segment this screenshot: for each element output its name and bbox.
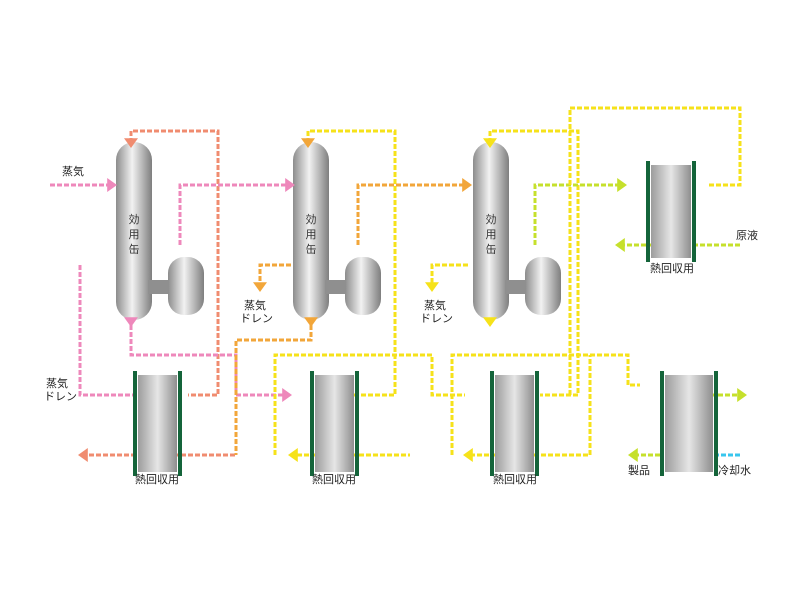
cooler-outlet-arrow (737, 388, 747, 402)
evap3-vapor-pipe (488, 129, 580, 397)
product-cooler-body (665, 375, 713, 472)
heat-exchanger-1-body (138, 375, 177, 472)
evap3-top-arrow (483, 138, 497, 148)
hx3-outlet-arrow (463, 448, 473, 462)
steam-drain-left-label-line1: 蒸気 (46, 377, 68, 390)
evaporator-3-char: 効 (485, 213, 497, 226)
steam-drain-right-arrow (425, 282, 439, 292)
evaporator-1-char: 用 (128, 228, 140, 241)
product-label: 製品 (628, 464, 650, 477)
evaporator-1-shell (116, 142, 152, 320)
steam-drain-right-pipe (430, 263, 468, 285)
hx-top-inlet-arrow (617, 178, 627, 192)
steam-drain-mid-label-line1: 蒸気 (244, 299, 266, 312)
steam-inlet-arrow (107, 178, 117, 192)
evap1-vapor-pipe (129, 129, 220, 397)
evap3-bottom-arrow (483, 317, 497, 327)
steam-inlet-label: 蒸気 (62, 165, 84, 178)
cooling-water-label: 冷却水 (718, 464, 751, 477)
steam-drain-mid-arrow (253, 282, 267, 292)
steam-drain-left-label-line2: ドレン (44, 390, 77, 403)
heat-exchanger-3-body (495, 375, 534, 472)
evaporator-2-separator (345, 257, 381, 315)
heat-exchanger-2-body (315, 375, 354, 472)
steam-drain-right-label-line1: 蒸気 (424, 299, 446, 312)
product-arrow (628, 448, 638, 462)
evaporator-2-shell (293, 142, 329, 320)
heat-exchanger-top-body (651, 165, 691, 258)
hx2-inlet-arrow (282, 388, 292, 402)
hx3-return-pipe (520, 355, 592, 457)
evap3-to-hx-top-pipe (533, 183, 620, 245)
evaporator-3-shell (473, 142, 509, 320)
evap2-bottom-pipe (234, 318, 313, 455)
evaporator-1-separator (168, 257, 204, 315)
evaporator-3-char: 缶 (485, 243, 497, 256)
evaporator-3-separator (525, 257, 561, 315)
evap1-bottom-arrow (124, 317, 138, 327)
evaporator-1-char: 缶 (128, 243, 140, 256)
evap2-vapor-pipe (306, 129, 397, 397)
heat-recovery-label-1: 熱回収用 (135, 473, 179, 486)
evaporator-2-char: 缶 (305, 243, 317, 256)
evaporator-2-char: 用 (305, 228, 317, 241)
evap3-liquid-pipe (450, 353, 640, 455)
evap2-to-evap3-pipe (356, 183, 465, 245)
steam-drain-mid-pipe (258, 263, 291, 285)
evaporator-1-label: 効 用 缶 (127, 212, 141, 257)
hx-top-feed-pipe (568, 106, 742, 395)
heat-recovery-label-2: 熱回収用 (312, 473, 356, 486)
steam-drain-right-label-line2: ドレン (420, 312, 453, 325)
evaporator-2-char: 効 (305, 213, 317, 226)
evaporator-1-char: 効 (128, 213, 140, 226)
evap3-inlet-arrow (462, 178, 472, 192)
steam-drain-mid-label-line2: ドレン (240, 312, 273, 325)
evap2-liquid-pipe (273, 353, 465, 455)
evap2-bottom-arrow (304, 317, 318, 327)
evaporator-3-label: 効 用 缶 (484, 212, 498, 257)
hx-top-outlet-arrow (615, 238, 625, 252)
evap1-to-evap2-pipe (178, 183, 288, 245)
steam-drain-left-pipe (78, 265, 152, 455)
evaporator-3-connector (505, 280, 527, 294)
evaporator-3-char: 用 (485, 228, 497, 241)
hx1-outlet-arrow (78, 448, 88, 462)
evap2-inlet-arrow (285, 178, 295, 192)
evaporator-1-connector (148, 280, 170, 294)
heat-recovery-label-3: 熱回収用 (493, 473, 537, 486)
evaporator-2-connector (325, 280, 347, 294)
evaporator-2-label: 効 用 缶 (304, 212, 318, 257)
heat-recovery-label-top: 熱回収用 (650, 262, 694, 275)
evap2-top-arrow (301, 138, 315, 148)
raw-liquid-label: 原液 (736, 229, 758, 242)
evap1-top-arrow (124, 138, 138, 148)
hx2-outlet-arrow (288, 448, 298, 462)
